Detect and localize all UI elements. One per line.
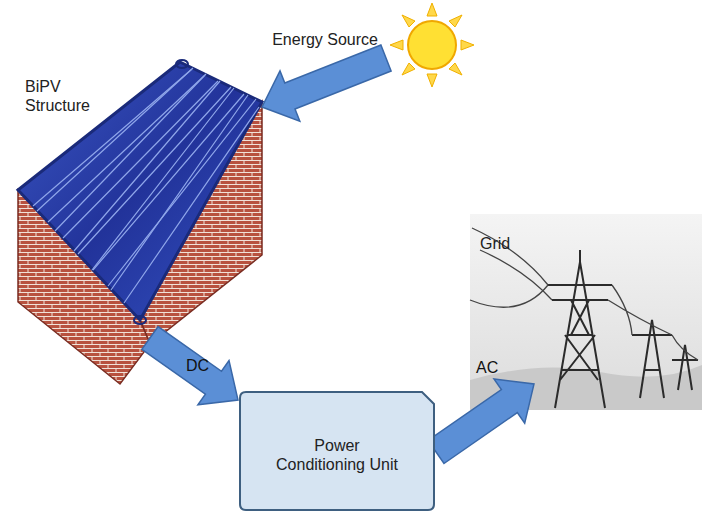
structure-label: BiPV Structure (25, 77, 105, 115)
sun-node: Energy Source (390, 0, 476, 90)
block-arrow (428, 379, 534, 464)
grid-label: Grid (480, 234, 540, 253)
block-arrow (142, 327, 238, 405)
bipv-node: BiPV Structure (0, 55, 270, 390)
arrow-label: AC (476, 360, 498, 376)
bipv-house (18, 60, 262, 384)
arrow-label: DC (186, 358, 209, 374)
unit-label: Power Conditioning Unit (272, 436, 402, 474)
sun (390, 3, 474, 87)
block-arrow (262, 45, 391, 121)
process-box: Power Conditioning Unit (238, 390, 436, 512)
grid-node: Grid (468, 212, 702, 412)
source-label: Energy Source (218, 30, 378, 49)
